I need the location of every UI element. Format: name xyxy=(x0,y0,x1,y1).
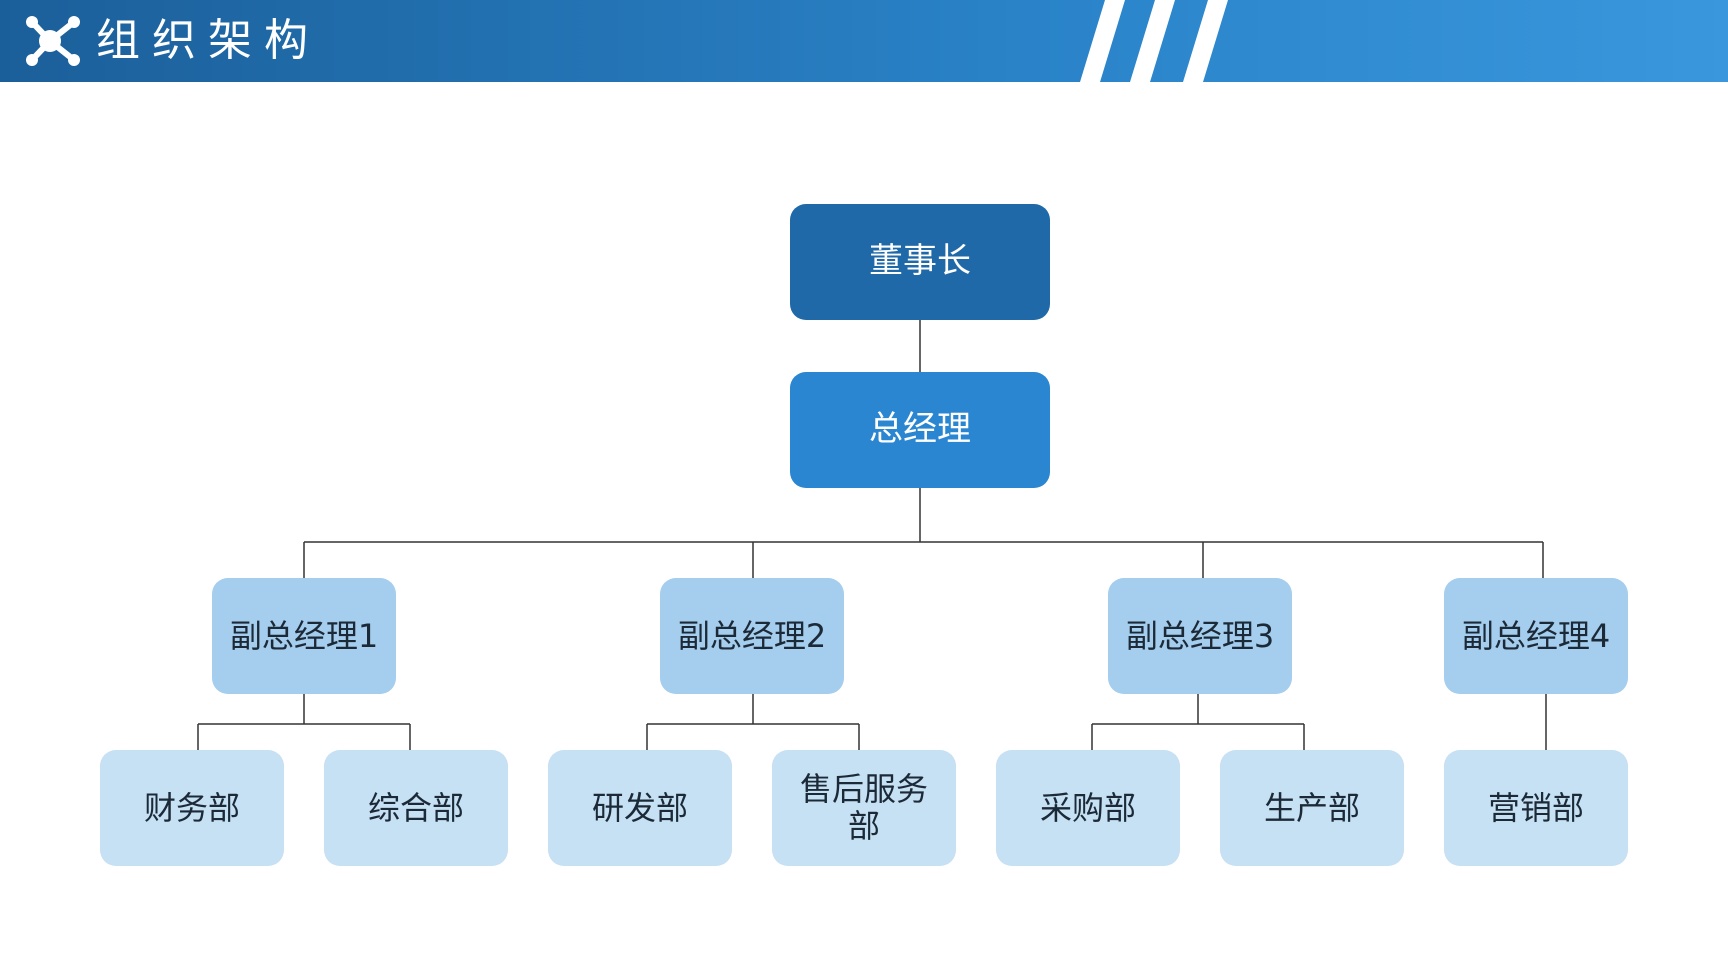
general-manager-box: 总经理 xyxy=(790,372,1050,488)
dept-marketing-box: 营销部 xyxy=(1444,750,1628,866)
deputy-manager-1-box: 副总经理1 xyxy=(212,578,396,694)
deputy-manager-4-box: 副总经理4 xyxy=(1444,578,1628,694)
dept-finance-label: 财务部 xyxy=(143,788,240,827)
dept-finance-box: 财务部 xyxy=(100,750,284,866)
dept-rnd-label: 研发部 xyxy=(591,788,688,827)
header-stripes xyxy=(1080,0,1228,82)
page-title: 组织架构 xyxy=(96,15,320,66)
deputy-manager-3-label: 副总经理3 xyxy=(1125,616,1275,655)
deputy-manager-3-box: 副总经理3 xyxy=(1108,578,1292,694)
dept-after-sales-label: 售后服务部 xyxy=(799,770,928,845)
general-manager-label: 总经理 xyxy=(869,409,971,450)
dept-procurement-box: 采购部 xyxy=(996,750,1180,866)
molecule-network-icon xyxy=(26,16,80,66)
dept-marketing-label: 营销部 xyxy=(1487,788,1584,827)
deputy-manager-2-box: 副总经理2 xyxy=(660,578,844,694)
dept-production-box: 生产部 xyxy=(1220,750,1404,866)
dept-procurement-label: 采购部 xyxy=(1039,788,1136,827)
dept-production-label: 生产部 xyxy=(1263,788,1360,827)
dept-general-affairs-box: 综合部 xyxy=(324,750,508,866)
deputy-manager-4-label: 副总经理4 xyxy=(1461,616,1611,655)
deputy-manager-1-label: 副总经理1 xyxy=(229,616,379,655)
deputy-manager-2-label: 副总经理2 xyxy=(677,616,827,655)
chairman-box: 董事长 xyxy=(790,204,1050,320)
header-bar: 组织架构 xyxy=(0,0,1728,82)
chairman-label: 董事长 xyxy=(869,241,971,282)
dept-rnd-box: 研发部 xyxy=(548,750,732,866)
dept-general-affairs-label: 综合部 xyxy=(367,788,464,827)
dept-after-sales-box: 售后服务部 xyxy=(772,750,956,866)
